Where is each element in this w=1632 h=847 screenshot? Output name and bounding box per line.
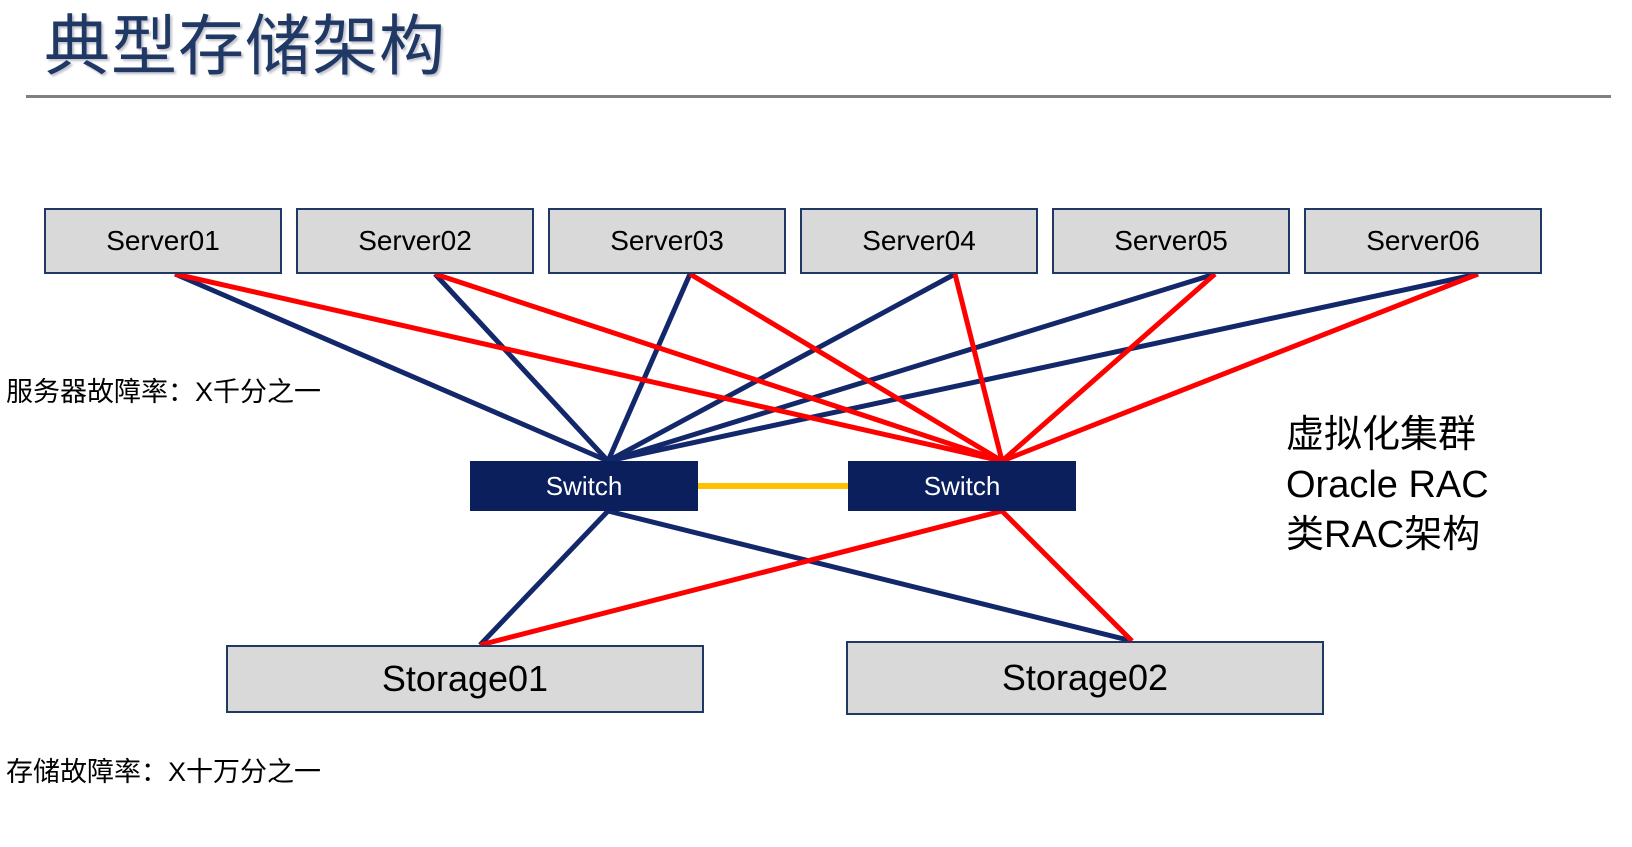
node-label: Server02 [358, 225, 472, 256]
link-server3-to-switch-left [605, 272, 693, 463]
link-server2-to-switch-left [433, 272, 610, 463]
left-switch-to-storage-links [478, 508, 1133, 647]
node-label: Switch [545, 470, 623, 501]
node-switch-right[interactable]: Switch [848, 461, 1076, 511]
node-label: Storage01 [381, 658, 549, 699]
link-server5-to-switch-left [607, 271, 1216, 464]
link-switch-left-to-storage-02 [607, 508, 1133, 644]
link-server6-to-switch-left [607, 271, 1479, 464]
node-server-05[interactable]: Server05 [1052, 208, 1290, 274]
link-server4-to-switch-right [952, 273, 1005, 462]
node-label: Server05 [1114, 225, 1228, 256]
node-label: Server01 [106, 225, 220, 256]
link-server1-to-switch-right [174, 271, 1003, 464]
node-server-02[interactable]: Server02 [296, 208, 534, 274]
link-server6-to-switch-right [1001, 271, 1479, 464]
server-failure-rate-note: 服务器故障率：X千分之一 [6, 377, 322, 407]
node-server-06[interactable]: Server06 [1304, 208, 1542, 274]
node-label: Switch [923, 470, 1001, 501]
node-server-01[interactable]: Server01 [44, 208, 282, 274]
node-storage-02[interactable]: Storage02 [846, 641, 1324, 715]
node-server-03[interactable]: Server03 [548, 208, 786, 274]
node-server-04[interactable]: Server04 [800, 208, 1038, 274]
link-switch-right-to-storage-02 [1000, 509, 1134, 643]
storage-failure-rate-note: 存储故障率：X十万分之一 [6, 757, 322, 787]
node-switch-left[interactable]: Switch [470, 461, 698, 511]
link-server5-to-switch-right [1000, 272, 1217, 463]
node-label: Server04 [862, 225, 976, 256]
server-to-right-switch-links [174, 271, 1479, 464]
title-divider [26, 95, 1611, 98]
server-to-left-switch-links [174, 271, 1479, 464]
node-label: Storage02 [1001, 657, 1169, 698]
cluster-type-line-2: Oracle RAC [1286, 464, 1489, 506]
cluster-type-line-3: 类RAC架构 [1286, 514, 1481, 556]
link-switch-right-to-storage-01 [479, 508, 1003, 648]
right-switch-to-storage-links [479, 508, 1134, 648]
node-label: Server03 [610, 225, 724, 256]
page-title: 典型存储架构 [44, 9, 446, 83]
cluster-type-line-1: 虚拟化集群 [1286, 414, 1477, 456]
node-label: Server06 [1366, 225, 1480, 256]
link-server1-to-switch-left [174, 271, 609, 464]
link-server4-to-switch-left [606, 271, 957, 464]
link-server3-to-switch-right [688, 271, 1004, 464]
link-server2-to-switch-right [434, 271, 1003, 464]
node-storage-01[interactable]: Storage01 [226, 645, 704, 713]
link-switch-left-to-storage-01 [478, 509, 610, 647]
cluster-type-note: 虚拟化集群 Oracle RAC 类RAC架构 [1286, 410, 1489, 560]
